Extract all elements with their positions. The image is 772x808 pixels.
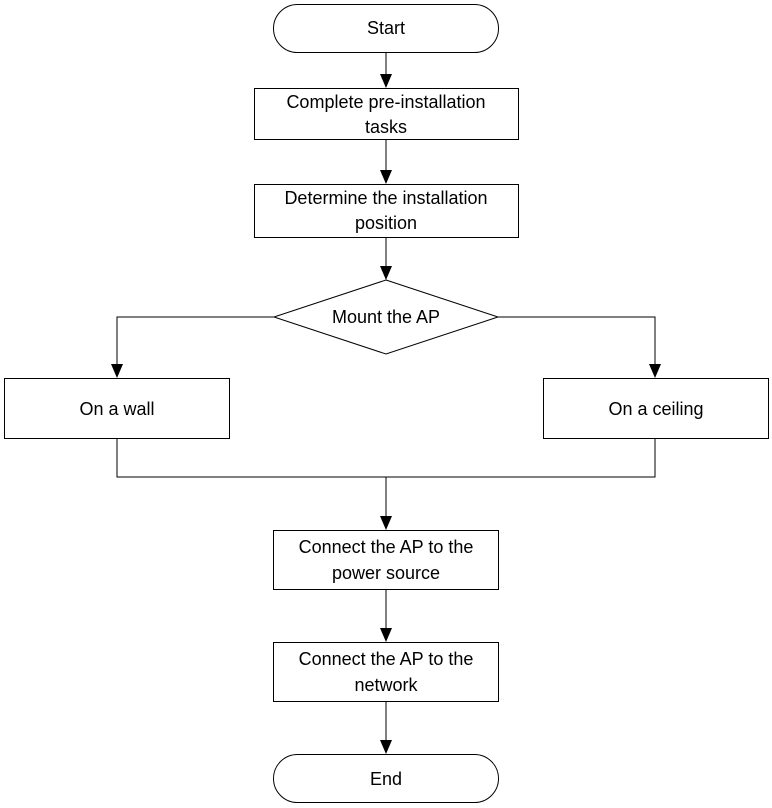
position-node: Determine the installation position (254, 184, 519, 238)
power-label-line1: Connect the AP to the (299, 537, 474, 557)
network-label-line2: network (354, 675, 418, 695)
wall-label: On a wall (79, 399, 154, 419)
position-label-line1: Determine the installation (284, 188, 487, 208)
arrow-decision-to-ceiling (498, 316, 661, 378)
end-node: End (273, 754, 499, 803)
preinstall-node: Complete pre-installation tasks (254, 88, 519, 140)
ceiling-label: On a ceiling (608, 399, 703, 419)
network-label-line1: Connect the AP to the (299, 649, 474, 669)
power-label-line2: power source (332, 563, 440, 583)
arrow-decision-to-wall (111, 316, 274, 378)
preinstall-label-line1: Complete pre-installation (286, 92, 485, 112)
mount-decision-node: Mount the AP (272, 279, 500, 355)
end-label: End (370, 769, 402, 789)
arrow-start-to-preinstall (380, 53, 392, 88)
arrow-preinstall-to-position (380, 140, 392, 184)
power-node: Connect the AP to the power source (273, 530, 499, 590)
wall-node: On a wall (4, 378, 230, 439)
arrow-position-to-decision (380, 238, 392, 280)
mount-decision-label: Mount the AP (332, 307, 440, 327)
arrow-network-to-end (380, 702, 392, 754)
start-node: Start (273, 4, 499, 53)
preinstall-label-line2: tasks (365, 117, 407, 137)
network-node: Connect the AP to the network (273, 642, 499, 702)
merge-connector (116, 439, 656, 530)
start-label: Start (367, 18, 405, 38)
position-label-line2: position (355, 213, 417, 233)
ceiling-node: On a ceiling (543, 378, 769, 439)
arrow-power-to-network (380, 590, 392, 642)
